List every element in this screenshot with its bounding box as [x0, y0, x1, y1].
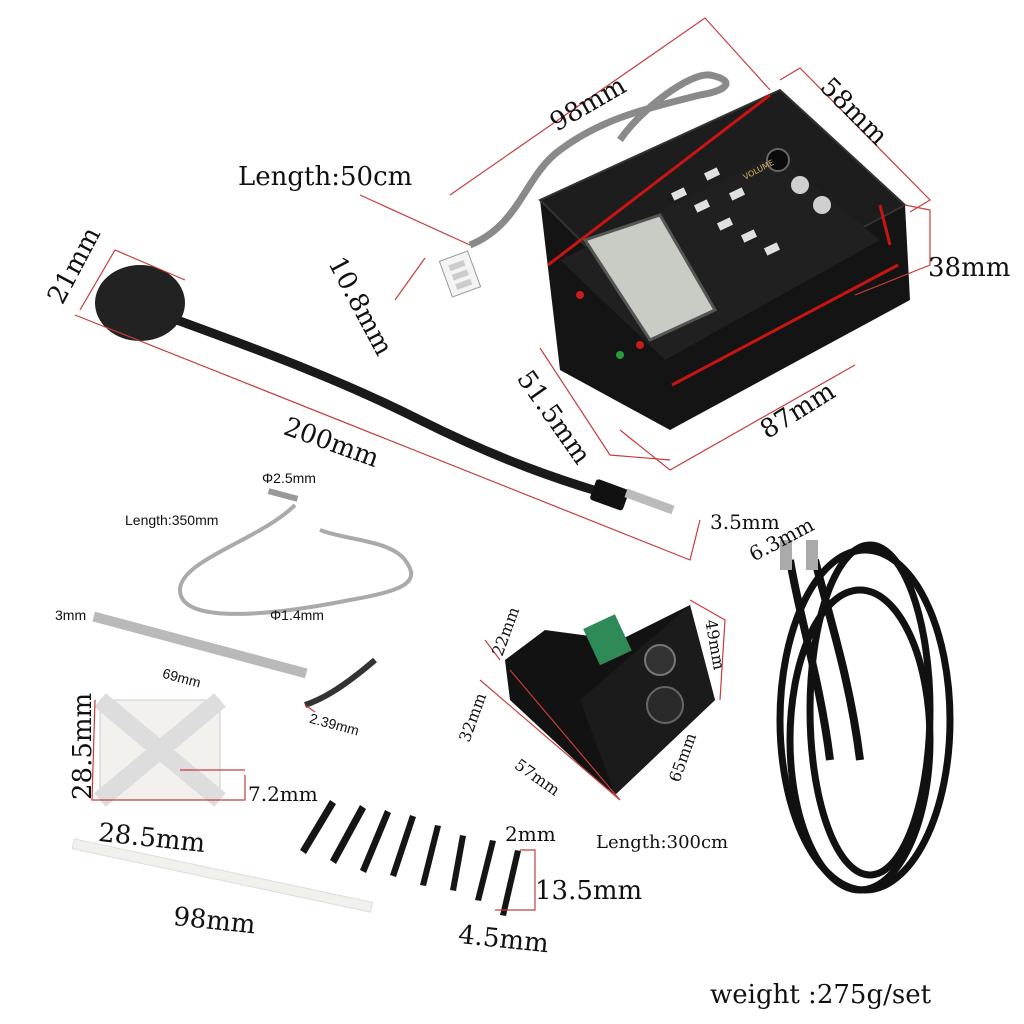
pickup-bar-width-label: 3mm: [55, 607, 87, 623]
lcd-screen: [582, 213, 718, 342]
mount-hole-label: 7.2mm: [248, 782, 318, 806]
toggle-knob-2: [813, 196, 831, 214]
mic-plug-label: 3.5mm: [710, 510, 780, 534]
cable-length-label: Length:50cm: [238, 162, 413, 192]
output-jack-battery-box: [505, 605, 715, 795]
screw-head-label: 2mm: [505, 822, 556, 846]
piezo-pickup: [92, 488, 414, 708]
weight-label: weight :275g/set: [710, 980, 932, 1010]
preamp-cable: [468, 71, 730, 249]
screws: [300, 800, 521, 916]
mount-height-label: 28.5mm: [68, 692, 98, 800]
pickup-wire-length-label: Length:350mm: [125, 512, 219, 528]
pickup-wire-dia-label: Φ1.4mm: [270, 607, 324, 623]
preamp-unit: VOLUME: [538, 88, 910, 430]
preamp-height-label: 38mm: [928, 253, 1011, 283]
screw-length-label: 13.5mm: [535, 876, 643, 906]
audio-cable-length-label: Length:300cm: [596, 832, 729, 853]
cable-tie: [71, 838, 374, 913]
audio-cable: [776, 540, 954, 894]
pickup-pin-label: Φ2.5mm: [262, 470, 316, 486]
cable-connector: [438, 250, 482, 298]
adhesive-mount: [94, 693, 226, 807]
dimension-lines: [74, 17, 931, 911]
toggle-knob-1: [791, 176, 809, 194]
gooseneck-microphone: [95, 265, 675, 515]
volume-knob: [766, 148, 790, 172]
eq-sliders: [670, 167, 781, 256]
